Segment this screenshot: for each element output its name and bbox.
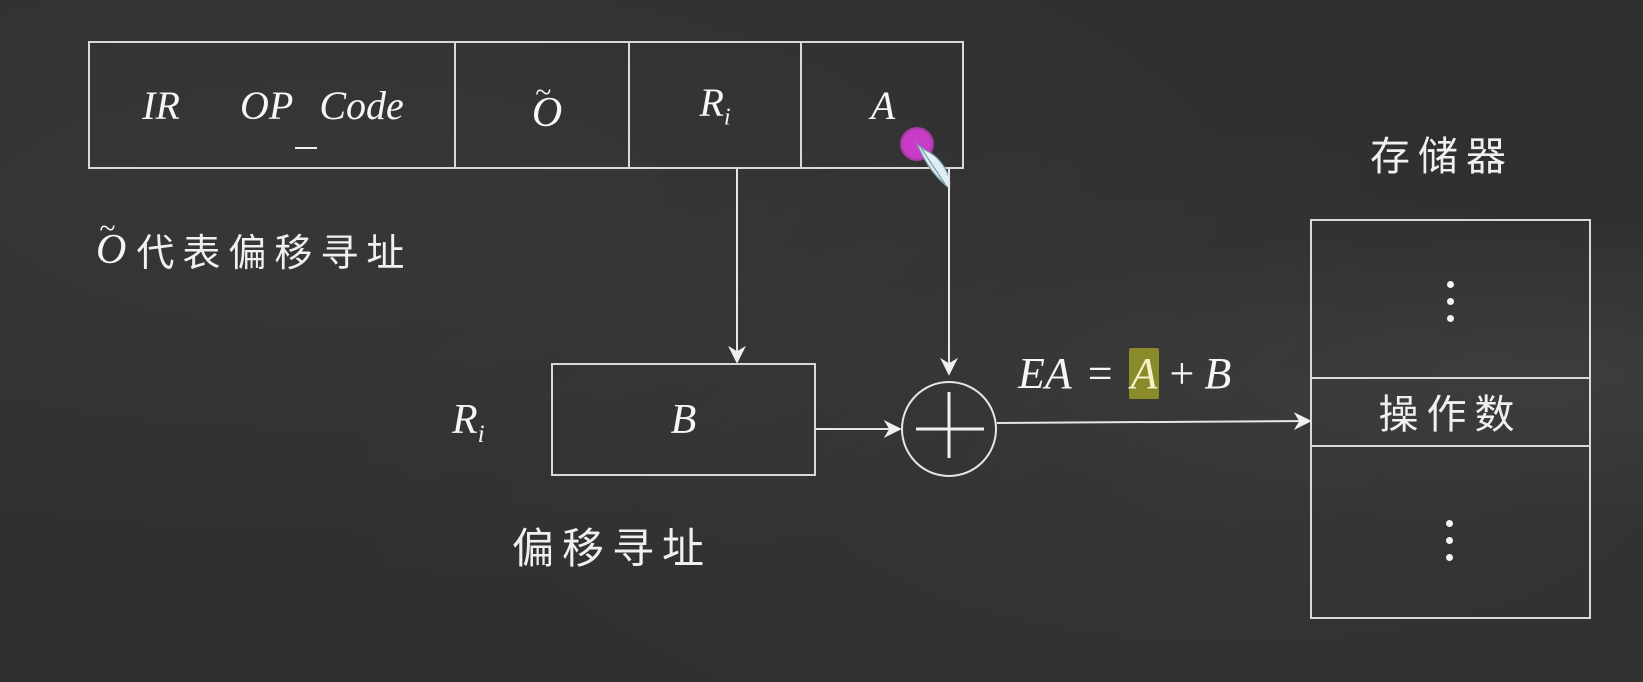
memory-title: 存储器 (1370, 134, 1514, 180)
register-subscript: i (723, 104, 731, 131)
memory-block: 操作数 (1310, 219, 1591, 619)
memory-row-lower (1312, 445, 1589, 617)
ellipsis-icon (1446, 520, 1454, 571)
register-box-letter: R (452, 397, 478, 443)
memory-row-upper (1312, 221, 1589, 379)
effective-address-formula: EA = A + B (1018, 348, 1231, 399)
note-text: 代表偏移寻址 (136, 231, 413, 275)
opcode-label: OP (240, 82, 294, 128)
cell-register: Ri (628, 43, 800, 167)
register-box-content: B (670, 396, 697, 443)
cell-offset-mode: ~ O (454, 43, 638, 167)
ellipsis-icon (1447, 281, 1455, 332)
formula-plus: + (1169, 349, 1195, 398)
formula-term-b: B (1204, 349, 1232, 398)
ir-label: IR (142, 82, 180, 128)
offset-mode-label: O (531, 90, 563, 136)
note-symbol: O (96, 226, 127, 273)
cell-ir-opcode: IR OP Code (90, 43, 456, 167)
formula-equals: = (1087, 349, 1113, 398)
address-label: A (870, 82, 896, 128)
operand-label: 操作数 (1378, 392, 1523, 438)
register-box: B (551, 363, 816, 476)
formula-lhs: EA (1018, 349, 1072, 398)
opcode-underscore (295, 146, 318, 149)
tilde-mark: ~ (535, 76, 552, 109)
offset-mode-note: ~ O 代表偏移寻址 (96, 213, 413, 277)
opcode-label-2: Code (319, 82, 404, 128)
instruction-format-bar: IR OP Code ~ O Ri A (88, 41, 964, 169)
offset-addressing-caption: 偏移寻址 (512, 524, 713, 573)
note-tilde: ~ (99, 213, 116, 246)
formula-term-a-highlighted: A (1128, 348, 1160, 399)
register-label: R (699, 79, 724, 125)
register-box-label: Ri (452, 396, 485, 449)
memory-row-operand: 操作数 (1312, 377, 1589, 447)
cell-address: A (800, 43, 964, 167)
register-box-subscript: i (477, 420, 485, 448)
